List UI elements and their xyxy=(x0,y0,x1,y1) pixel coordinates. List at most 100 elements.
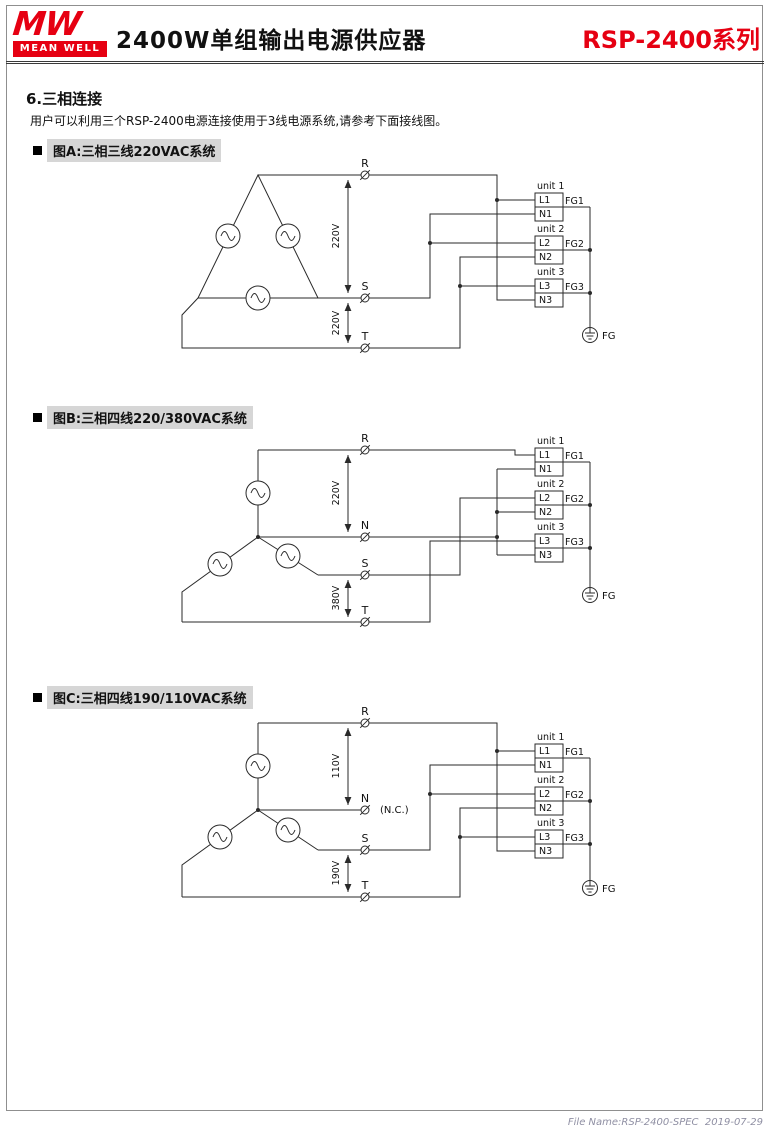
ground-label: FG xyxy=(602,884,616,895)
header-rule xyxy=(6,61,764,64)
terminal-t-icon xyxy=(359,342,371,354)
ac-source-icon xyxy=(275,223,301,249)
diagram-b: R N S T 220V 380V unit 1 L1 N1 FG1 unit … xyxy=(181,432,616,628)
figure-c-caption-text: 图C:三相四线190/110VAC系统 xyxy=(47,686,253,709)
voltage-label: 190V xyxy=(331,860,342,885)
ac-source-icon xyxy=(245,753,271,779)
phase-label-r: R xyxy=(361,158,369,170)
terminal-r-icon xyxy=(359,169,371,181)
wiring-phase-r xyxy=(258,174,535,301)
page-title: 2400W单组输出电源供应器 xyxy=(116,28,427,54)
l-terminal-label: L2 xyxy=(539,238,550,249)
terminal-s-icon xyxy=(359,844,371,856)
l-terminal-label: L1 xyxy=(539,195,550,206)
unit-2: unit 2 L2 N2 FG2 xyxy=(534,224,590,265)
phase-label-n: N xyxy=(361,519,369,532)
unit-label: unit 3 xyxy=(537,267,564,278)
terminal-n-icon xyxy=(359,531,371,543)
ground-label: FG xyxy=(602,591,616,602)
n-terminal-label: N1 xyxy=(539,209,552,220)
page-border-frame xyxy=(6,5,763,1111)
unit-label: unit 3 xyxy=(537,818,564,829)
unit-1: unit 1 L1 N1 FG1 xyxy=(534,436,590,477)
unit-label: unit 2 xyxy=(537,224,564,235)
fg-terminal-label: FG1 xyxy=(565,196,584,207)
section-title: 三相连接 xyxy=(42,90,103,108)
figure-b-caption-text: 图B:三相四线220/380VAC系统 xyxy=(47,406,253,429)
bullet-square-icon xyxy=(33,413,42,422)
n-terminal-label: N2 xyxy=(539,507,552,518)
wiring-phase-s xyxy=(318,497,535,576)
unit-label: unit 1 xyxy=(537,181,564,192)
ac-source-icon xyxy=(215,223,241,249)
phase-label-t: T xyxy=(361,604,369,617)
fg-terminal-label: FG2 xyxy=(565,239,584,250)
series-title: RSP-2400系列 xyxy=(582,26,760,54)
unit-3: unit 3 L3 N3 FG3 xyxy=(534,818,590,859)
l-terminal-label: L2 xyxy=(539,789,550,800)
bullet-square-icon xyxy=(33,146,42,155)
wiring-phase-s xyxy=(318,764,535,851)
ac-source-icon xyxy=(207,551,233,577)
ground-icon xyxy=(582,587,598,603)
footer-file-info: File Name:RSP-2400-SPEC 2019-07-29 xyxy=(567,1117,763,1128)
n-terminal-label: N2 xyxy=(539,252,552,263)
terminal-s-icon xyxy=(359,569,371,581)
voltage-label: 380V xyxy=(331,585,342,610)
ac-source-icon xyxy=(245,285,271,311)
l-terminal-label: L3 xyxy=(539,536,550,547)
unit-2: unit 2 L2 N2 FG2 xyxy=(534,775,590,816)
voltage-label: 220V xyxy=(331,310,342,335)
l-terminal-label: L1 xyxy=(539,746,550,757)
n-terminal-label: N3 xyxy=(539,846,552,857)
junction-dots xyxy=(256,749,592,846)
figure-c-caption: 图C:三相四线190/110VAC系统 xyxy=(33,686,253,709)
voltage-label: 220V xyxy=(331,223,342,248)
ac-source-icon xyxy=(245,480,271,506)
n-terminal-label: N1 xyxy=(539,464,552,475)
voltage-label: 220V xyxy=(331,480,342,505)
terminal-t-icon xyxy=(359,616,371,628)
terminal-r-icon xyxy=(359,717,371,729)
wiring-neutral xyxy=(258,468,535,556)
ground-label: FG xyxy=(602,331,616,342)
figure-b-caption: 图B:三相四线220/380VAC系统 xyxy=(33,406,253,429)
unit-label: unit 2 xyxy=(537,479,564,490)
unit-1: unit 1 L1 N1 FG1 xyxy=(534,732,590,773)
phase-label-t: T xyxy=(361,879,369,892)
fg-terminal-label: FG3 xyxy=(565,537,584,548)
fg-terminal-label: FG3 xyxy=(565,833,584,844)
fg-terminal-label: FG2 xyxy=(565,790,584,801)
ac-source-icon xyxy=(275,817,301,843)
nc-label: (N.C.) xyxy=(380,805,409,816)
diagram-a: R S T 220V 220V unit 1 L1 N1 FG1 unit 2 … xyxy=(181,158,616,354)
fg-terminal-label: FG3 xyxy=(565,282,584,293)
figure-a-caption: 图A:三相三线220VAC系统 xyxy=(33,139,222,162)
fg-terminal-label: FG2 xyxy=(565,494,584,505)
phase-label-n: N xyxy=(361,792,369,805)
section-heading: 6.三相连接 xyxy=(26,88,102,109)
unit-label: unit 1 xyxy=(537,732,564,743)
unit-3: unit 3 L3 N3 FG3 xyxy=(534,267,590,308)
phase-label-s: S xyxy=(362,832,369,845)
phase-label-t: T xyxy=(361,330,369,343)
terminal-n-icon xyxy=(359,804,371,816)
terminal-t-icon xyxy=(359,891,371,903)
phase-label-s: S xyxy=(362,280,369,293)
meanwell-logo: MW MEAN WELL xyxy=(11,4,107,57)
n-terminal-label: N2 xyxy=(539,803,552,814)
bullet-square-icon xyxy=(33,693,42,702)
voltage-label: 110V xyxy=(331,753,342,778)
figure-a-caption-text: 图A:三相三线220VAC系统 xyxy=(47,139,222,162)
n-terminal-label: N3 xyxy=(539,550,552,561)
unit-label: unit 3 xyxy=(537,522,564,533)
wiring-phase-r xyxy=(258,449,535,456)
unit-2: unit 2 L2 N2 FG2 xyxy=(534,479,590,520)
terminal-r-icon xyxy=(359,444,371,456)
unit-label: unit 1 xyxy=(537,436,564,447)
unit-1: unit 1 L1 N1 FG1 xyxy=(534,181,590,222)
ac-source-icon xyxy=(207,824,233,850)
terminal-s-icon xyxy=(359,292,371,304)
section-description: 用户可以利用三个RSP-2400电源连接使用于3线电源系统,请参考下面接线图。 xyxy=(30,114,448,128)
